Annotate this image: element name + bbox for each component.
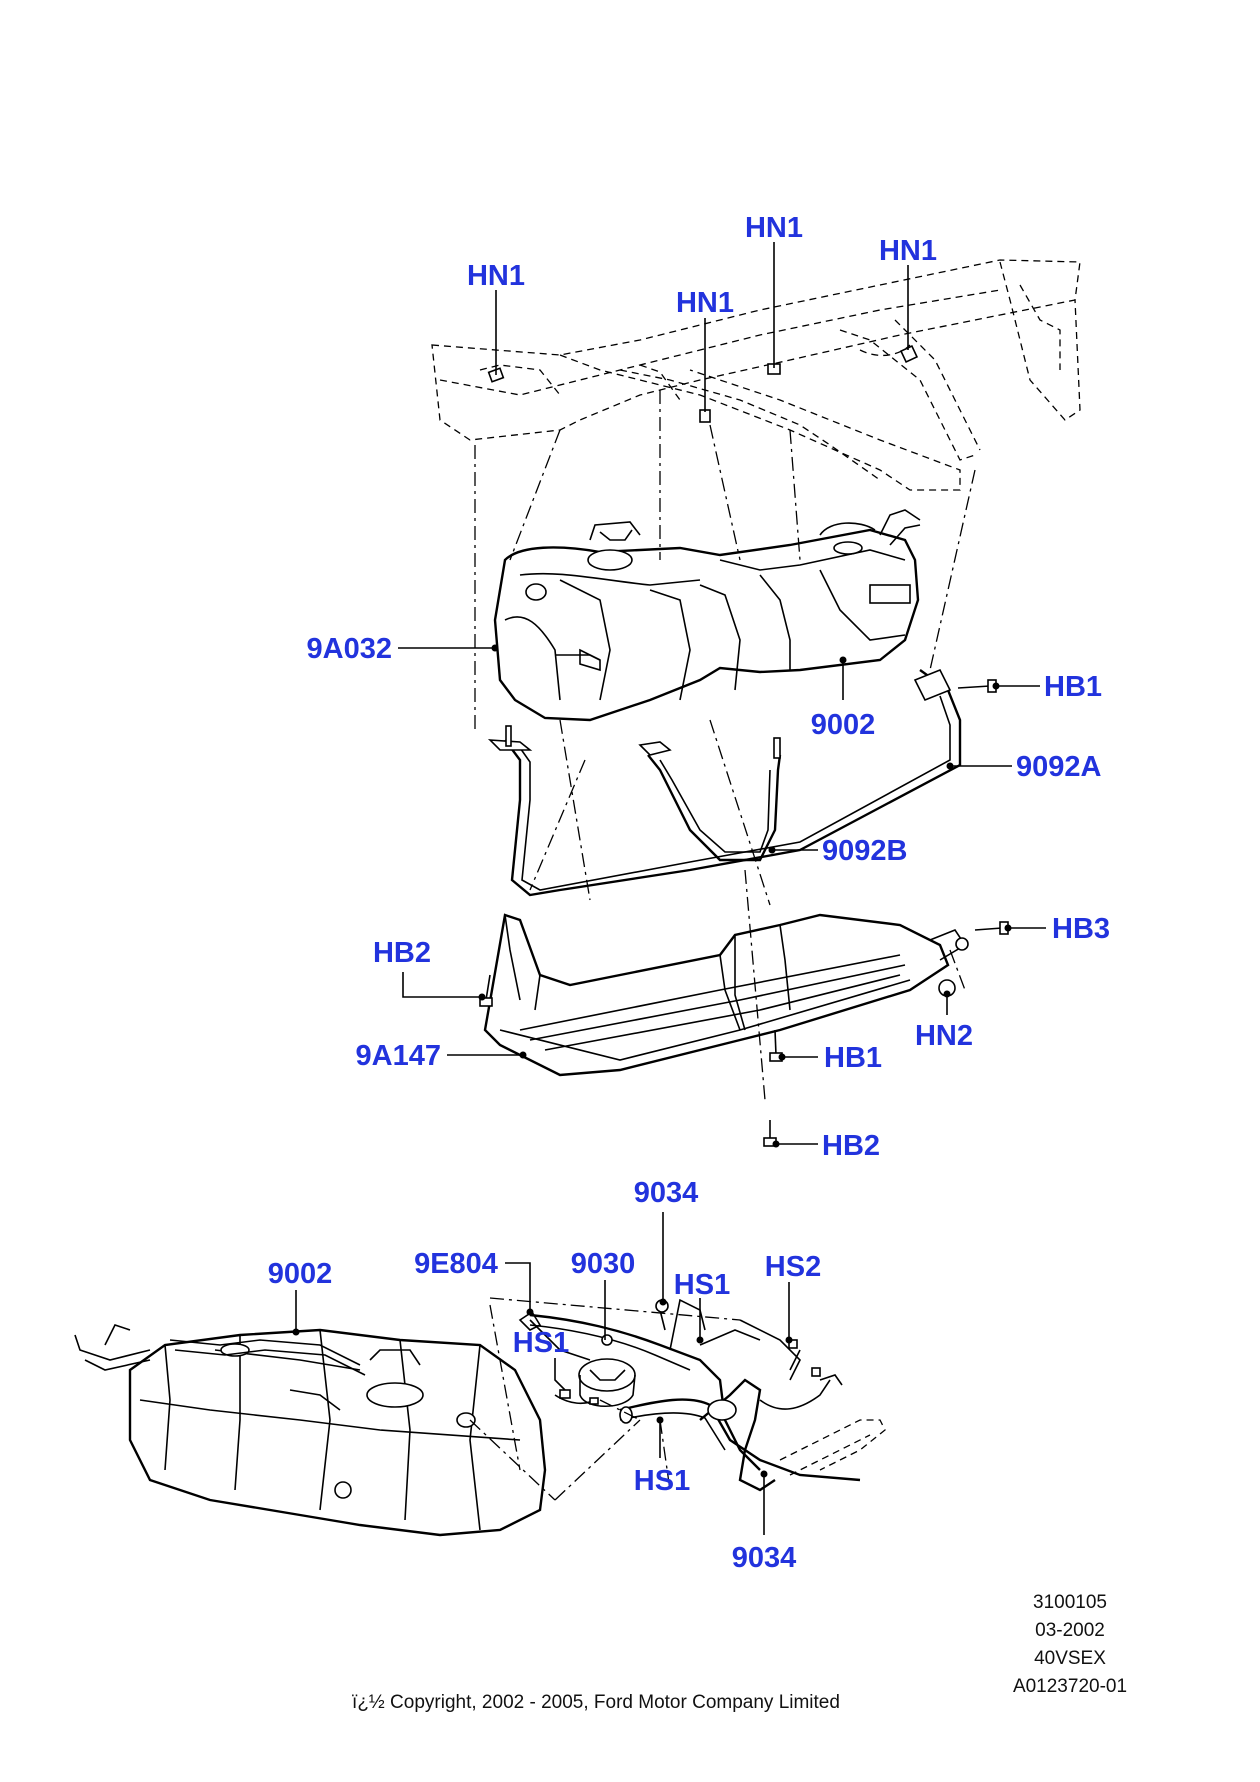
label-hb3: HB3 [1052,913,1110,945]
copyright-notice: ï¿½ Copyright, 2002 - 2005, Ford Motor C… [352,1692,840,1713]
fuel-cap-9030 [578,1334,636,1407]
reference-line-2: 03-2002 [1035,1620,1105,1641]
bolts-upper [479,679,1009,1147]
label-hn1-a: HN1 [467,260,525,292]
reference-line-4: A0123720-01 [1013,1676,1127,1697]
label-hn1-b: HN1 [676,287,734,319]
label-9030: 9030 [571,1248,636,1280]
label-hb1-upper: HB1 [1044,671,1102,703]
alignment-lines-lower [469,1297,741,1501]
label-hs2: HS2 [765,1251,821,1283]
label-9002-upper: 9002 [811,709,876,741]
label-9034-top: 9034 [634,1177,699,1209]
label-hn1-d: HN1 [879,235,937,267]
label-hs1-bottom: HS1 [634,1465,690,1497]
label-hs1-left: HS1 [513,1327,569,1359]
filler-pipe-9034 [518,1298,886,1492]
label-9e804: 9E804 [414,1248,498,1280]
label-hb2-left: HB2 [373,937,431,969]
label-9092b: 9092B [822,835,907,867]
label-hn2: HN2 [915,1020,973,1052]
label-hn1-c: HN1 [745,212,803,244]
skid-plate-9a147 [483,913,969,1077]
callout-labels: HN1 HN1 HN1 HN1 9A032 9002 HB1 9092A 909… [268,212,1110,1574]
vehicle-frame-outline [431,259,1081,491]
label-hs1-top: HS1 [674,1269,730,1301]
vent-lines [529,1299,821,1405]
reference-block: 3100105 03-2002 40VSEX A0123720-01 [1013,1592,1127,1697]
label-hb2-lower: HB2 [822,1130,880,1162]
leader-lines [292,242,1046,1535]
fuel-tank-upper [493,509,921,722]
label-9002-lower: 9002 [268,1258,333,1290]
label-9a147: 9A147 [356,1040,441,1072]
reference-line-3: 40VSEX [1034,1648,1106,1669]
hn1-nut-group [487,344,919,423]
label-hb1-lower: HB1 [824,1042,882,1074]
label-9034-bottom: 9034 [732,1542,797,1574]
fuel-tank-lower [74,1324,547,1537]
reference-line-1: 3100105 [1033,1592,1107,1613]
tank-straps [487,668,962,897]
label-9092a: 9092A [1016,751,1102,783]
label-9a032: 9A032 [307,633,392,665]
alignment-lines-upper [474,390,976,1101]
